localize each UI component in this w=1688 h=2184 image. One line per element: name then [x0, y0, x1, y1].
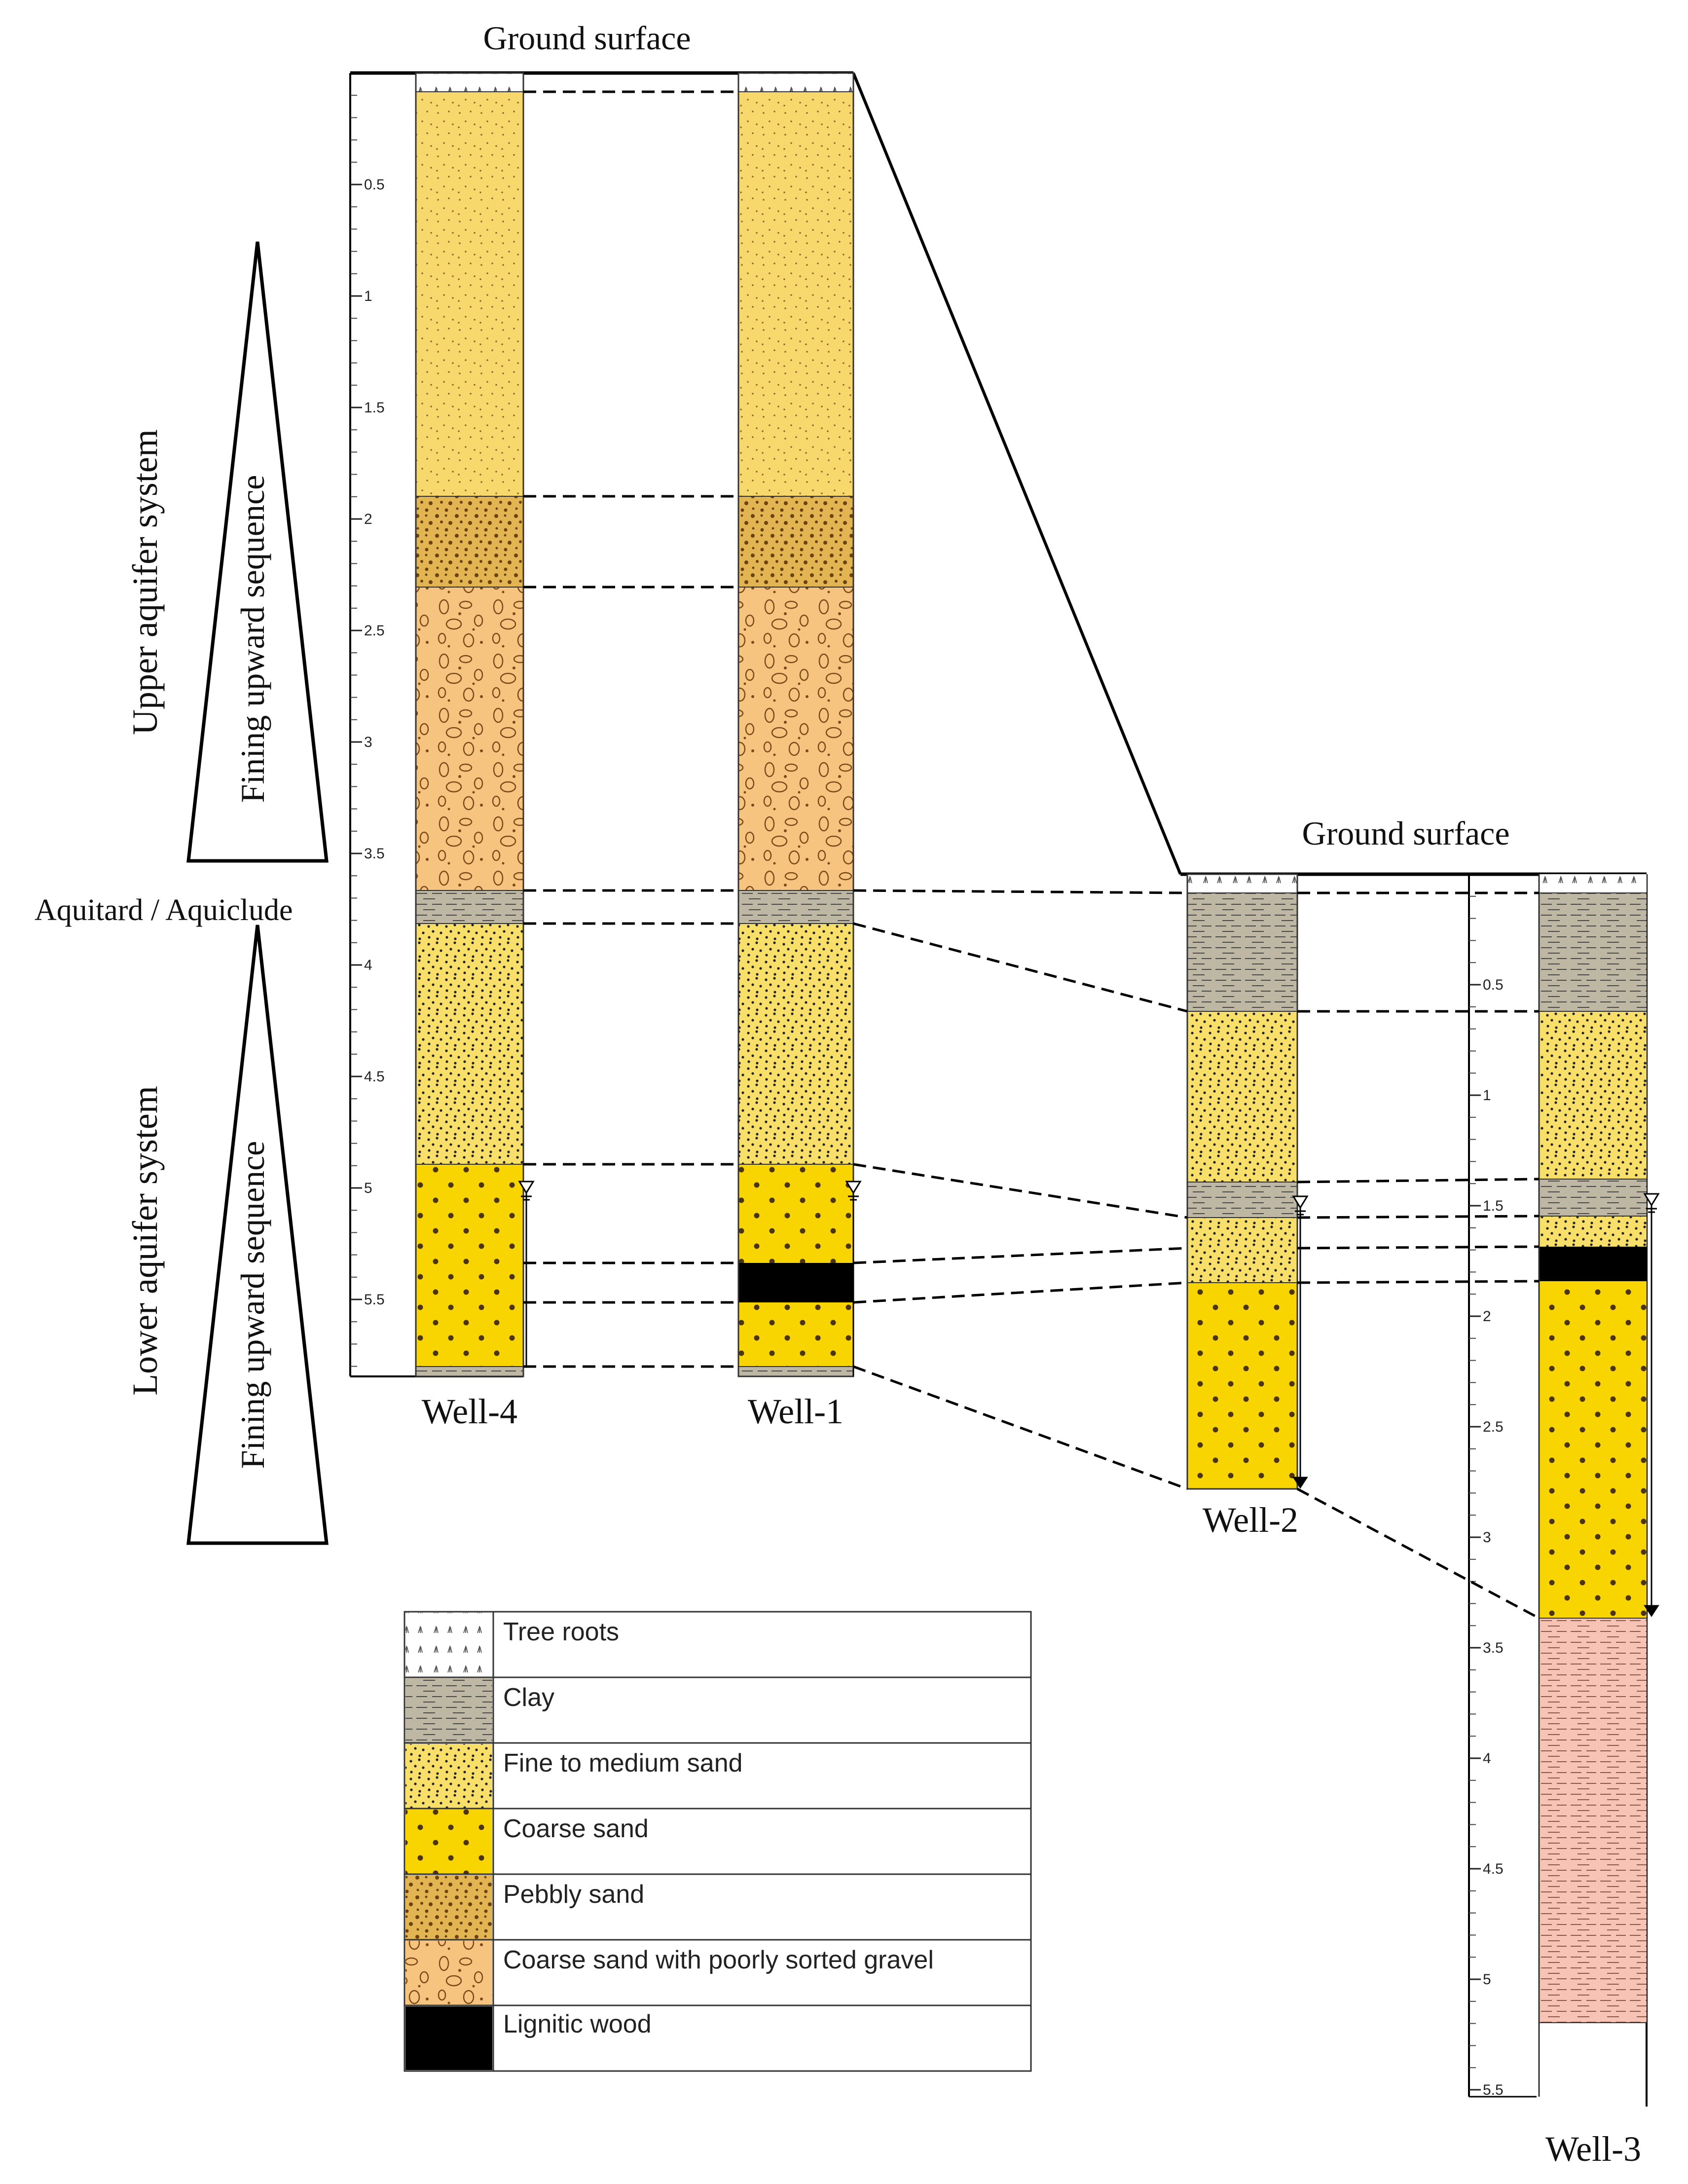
scale-tick-label: 2.5 — [1483, 1419, 1504, 1435]
well-2-column — [1186, 873, 1298, 1490]
legend-swatch-pebbly-sand — [405, 1875, 492, 1940]
correlation-lines — [523, 90, 1540, 1620]
aquitard-label: Aquitard / Aquiclude — [35, 893, 293, 927]
upper-sequence-label: Fining upward sequence — [234, 475, 271, 803]
scale-tick-label: 4.5 — [364, 1069, 385, 1085]
scale-tick-label: 2 — [364, 511, 372, 527]
scale-tick-label: 5 — [364, 1180, 372, 1196]
scale-tick-label: 3.5 — [1483, 1640, 1504, 1656]
legend-label-gravel-sand: Coarse sand with poorly sorted gravel — [503, 1946, 934, 1974]
legend-swatch-roots — [405, 1613, 492, 1677]
scale-tick-label: 3 — [364, 734, 372, 750]
legend-swatch-clay — [405, 1678, 492, 1743]
legend-label-fine-sand: Fine to medium sand — [503, 1749, 743, 1777]
water-level-markers — [518, 1181, 1660, 1617]
upper-aquifer-system-label: Upper aquifer system — [125, 429, 165, 735]
legend-label-lignitic-wood: Lignitic wood — [503, 2010, 652, 2038]
ground-surface-label-right: Ground surface — [1302, 814, 1509, 852]
scale-tick-label: 1 — [364, 288, 372, 304]
scale-tick-label: 0.5 — [1483, 977, 1504, 993]
upper-sequence-triangle — [186, 241, 329, 863]
legend-swatch-coarse-sand — [405, 1810, 492, 1874]
legend-label-coarse-sand: Coarse sand — [503, 1814, 649, 1843]
scale-tick-label: 5.5 — [1483, 2082, 1504, 2098]
scale-tick-label: 5 — [1483, 1971, 1491, 1988]
scale-tick-label: 2 — [1483, 1308, 1491, 1325]
well-1-column — [737, 72, 854, 1377]
scale-tick-label: 3 — [1483, 1529, 1491, 1546]
well-4-column — [415, 72, 524, 1377]
legend-label-clay: Clay — [503, 1683, 554, 1712]
well-3-column — [1538, 874, 1647, 2097]
legend-swatch-gravel-sand — [405, 1941, 492, 2005]
scale-tick-label: 1 — [1483, 1087, 1491, 1104]
scale-tick-label: 3.5 — [364, 846, 385, 862]
ground-surface-slope — [852, 72, 1182, 875]
scale-tick-label: 4 — [1483, 1750, 1491, 1767]
scale-tick-label: 5.5 — [364, 1292, 385, 1308]
scale-tick-label: 4 — [364, 957, 372, 973]
lower-sequence-triangle — [186, 925, 329, 1545]
well-2-label: Well-2 — [1203, 1500, 1298, 1540]
scale-tick-label: 1.5 — [1483, 1198, 1504, 1214]
well-3-label: Well-3 — [1545, 2129, 1641, 2169]
legend: Tree roots Clay Fine to medium sand Coar… — [404, 1611, 1032, 2072]
legend-label-roots: Tree roots — [503, 1618, 619, 1646]
legend-label-pebbly-sand: Pebbly sand — [503, 1880, 644, 1909]
lower-aquifer-system-label: Lower aquifer system — [125, 1086, 165, 1396]
scale-tick-label: 2.5 — [364, 623, 385, 639]
legend-swatch-fine-sand — [405, 1744, 492, 1809]
scale-tick-label: 1.5 — [364, 400, 385, 416]
ground-surface-label-left: Ground surface — [483, 19, 691, 57]
scale-tick-label: 0.5 — [364, 177, 385, 193]
legend-swatch-lignitic-wood — [405, 2006, 492, 2070]
lower-sequence-label: Fining upward sequence — [234, 1141, 271, 1469]
well-4-label: Well-4 — [422, 1392, 517, 1431]
scale-tick-label: 4.5 — [1483, 1861, 1504, 1877]
well-1-label: Well-1 — [748, 1392, 844, 1431]
